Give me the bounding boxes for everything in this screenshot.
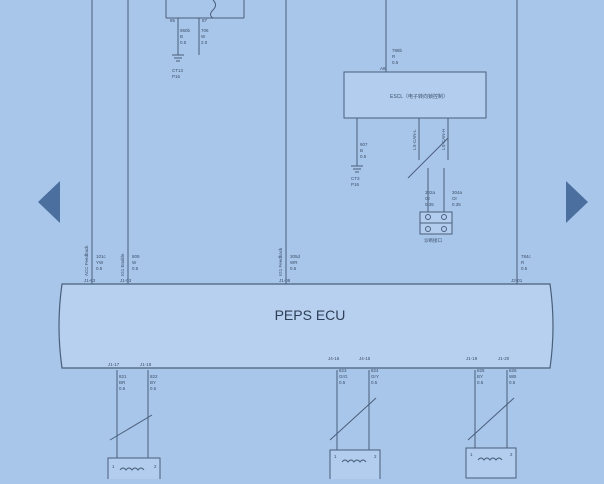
wire-code: 101c (96, 254, 107, 259)
coil-pin: 2 (154, 464, 157, 469)
wire-code: 825 (477, 368, 485, 373)
wire-gauge: 0.5 (360, 154, 367, 159)
wire-color: B (360, 148, 363, 153)
ground-label: P16 (172, 74, 181, 79)
pin-label: J1-63 (84, 278, 96, 283)
pin-label: 86 (170, 18, 176, 23)
wire-code: 824 (371, 368, 379, 373)
coil-pin: 1 (470, 452, 473, 457)
pin-label: J1-18 (140, 362, 152, 367)
wire-color: Or (452, 196, 458, 201)
wire-color: BR (119, 380, 126, 385)
wire-code: 784c (521, 254, 532, 259)
wire-code: 706 (201, 28, 209, 33)
bottom-switch-middle (329, 397, 377, 441)
can-low-label: LS-CAN-L (412, 129, 417, 150)
wire-code: 305d (290, 254, 301, 259)
wire-color: GrG (339, 374, 348, 379)
wire-code: 823 (339, 368, 347, 373)
wire-gauge: 0.5 (371, 380, 378, 385)
pin-label: 87 (202, 18, 208, 23)
wire-color: B (180, 34, 183, 39)
bottom-switch-right (467, 397, 515, 441)
can-high-label: LS-CAN-H (441, 129, 446, 150)
pin-label: J2-01 (511, 278, 523, 283)
coil-pin: 1 (112, 464, 115, 469)
pin-label: A8 (380, 66, 386, 71)
wire-gauge: 0.5 (477, 380, 484, 385)
ground-label: CT13 (172, 68, 184, 73)
wire-gauge: 0.5 (119, 386, 126, 391)
wire-gauge: 0.5 (392, 60, 399, 65)
wire-gauge: 0.5 (339, 380, 346, 385)
pin-label: J1-20 (498, 356, 510, 361)
ig1-enable-label: IG1 Enable (120, 253, 125, 276)
wire-color: WB (509, 374, 516, 379)
wire-code: 960b (180, 28, 191, 33)
wire-code: 907 (360, 142, 368, 147)
pin-label: J1-03 (120, 278, 132, 283)
pin-label: J1-19 (466, 356, 478, 361)
wire-color: GrY (371, 374, 379, 379)
pin-label: J4-15 (359, 356, 371, 361)
coil-pin: 1 (334, 454, 337, 459)
wire-gauge: 0.5 (521, 266, 528, 271)
pin-label: J4-16 (328, 356, 340, 361)
coil-pin: 2 (374, 454, 377, 459)
ground-label: P16 (351, 182, 360, 187)
coil-pin: 2 (510, 452, 513, 457)
pin-label: J1-17 (108, 362, 120, 367)
ground-symbol-escl (351, 165, 363, 173)
coil-box-right (465, 447, 517, 479)
wire-gauge: 0.5 (96, 266, 103, 271)
wire-gauge: 0.5 (290, 266, 297, 271)
wire-gauge: 2.0 (201, 40, 208, 45)
ground-label: CT3 (351, 176, 360, 181)
relay-coil-top (210, 0, 216, 19)
peps-ecu-box (58, 283, 554, 369)
wire-color: BY (150, 380, 156, 385)
wire-code: 822 (150, 374, 158, 379)
ground-symbol-top (172, 54, 184, 62)
wire-color: YW (96, 260, 104, 265)
previous-page-arrow-icon[interactable] (38, 181, 62, 223)
acc-feedback-label: ACC Feedback (84, 245, 89, 276)
wire-color: R (392, 54, 396, 59)
ecu-label: PEPS ECU (275, 307, 346, 323)
bottom-switch-left (109, 414, 153, 441)
wire-gauge: 0.5 (150, 386, 157, 391)
wire-color: BY (477, 374, 483, 379)
wire-color: Gr (425, 196, 431, 201)
escl-label: ESCL（电子转向锁控制） (390, 93, 448, 100)
wire-code: 786b (392, 48, 403, 53)
wire-code: 821 (119, 374, 127, 379)
escl-module-box (343, 71, 487, 119)
coil-box-middle (329, 449, 381, 481)
wire-color: W (132, 260, 137, 265)
wire-gauge: 0.5 (180, 40, 187, 45)
wire-gauge: 0.5 (509, 380, 516, 385)
connector-label: 诊断接口 (424, 237, 442, 244)
can-twist-line (407, 137, 449, 179)
wire-code: 809 (132, 254, 140, 259)
ig1-feedback-label: IG1 Feedback (278, 247, 283, 276)
wire-code: 302a (425, 190, 436, 195)
wire-code: 304a (452, 190, 463, 195)
wire-color: WR (290, 260, 298, 265)
next-page-arrow-icon[interactable] (564, 181, 588, 223)
wire-gauge: 0.35 (452, 202, 461, 207)
wire-code: 826 (509, 368, 517, 373)
pin-label: J1-08 (279, 278, 291, 283)
wire-color: R (521, 260, 525, 265)
wire-gauge: 0.35 (425, 202, 434, 207)
wire-color: W (201, 34, 206, 39)
wire-gauge: 0.5 (132, 266, 139, 271)
